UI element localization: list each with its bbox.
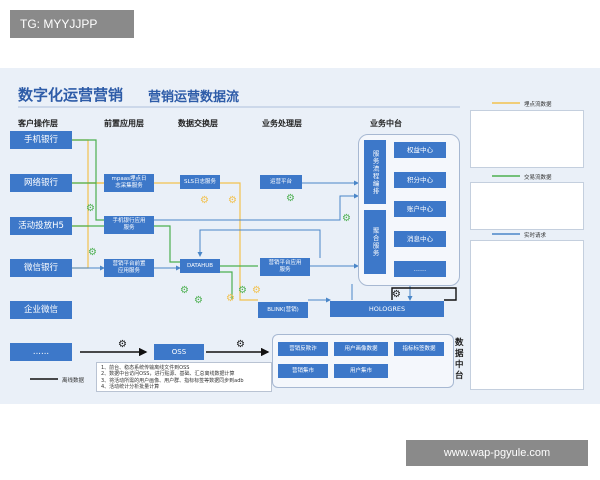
- front-app-marketing-front: 营销平台前置 应用服务: [104, 259, 154, 277]
- gear-icon: ⚙: [236, 339, 245, 350]
- customer-item-mobile-bank: 手机银行: [10, 131, 72, 149]
- business-aggregate-service: 聚合服务: [364, 210, 386, 274]
- processing-blink: BLINK(营销): [258, 302, 308, 318]
- gear-icon: ⚙: [226, 293, 235, 304]
- process-service-label: 服务流程编排: [371, 149, 380, 195]
- page-subtitle: 营销运营数据流: [148, 90, 240, 105]
- offline-flow-lines: [80, 287, 457, 357]
- processing-marketing-app: 营销平台应用 服务: [260, 258, 310, 276]
- customer-item-h5: 活动投放H5: [10, 217, 72, 235]
- layer-header-customer: 客户操作层: [18, 119, 58, 128]
- front-app-mobile-service: 手机银行应用 服务: [104, 216, 154, 234]
- realtime-flow-lines: [72, 180, 413, 303]
- gear-icon: ⚙: [180, 285, 189, 296]
- gear-icon: ⚙: [194, 295, 203, 306]
- center-message: 消息中心: [394, 231, 446, 247]
- gear-icon: ⚙: [392, 289, 401, 300]
- legend-label-offline: 离线数据: [62, 378, 85, 384]
- aggregate-service-label: 聚合服务: [371, 227, 380, 257]
- data-item-user-profile: 用户画像数据: [334, 342, 388, 356]
- legend-panel-realtime: [470, 240, 584, 390]
- customer-item-web-bank: 网络银行: [10, 174, 72, 192]
- gear-icon: ⚙: [286, 193, 295, 204]
- data-item-indicator-tags: 指标标签数据: [394, 342, 444, 356]
- layer-header-front: 前置应用层: [104, 119, 144, 128]
- gear-icon: ⚙: [342, 213, 351, 224]
- trade-flow-lines: [72, 139, 258, 300]
- customer-item-enterprise-wechat: 企业微信: [10, 301, 72, 319]
- gear-icon: ⚙: [252, 285, 261, 296]
- exchange-oss: OSS: [154, 344, 204, 360]
- layer-header-processing: 业务处理层: [262, 119, 302, 128]
- customer-item-more: ......: [10, 343, 72, 361]
- notes-panel: 1、前台、稳态系统传输离线文件到OSS 2、数据中台访问OSS，进行贴源、基础、…: [96, 362, 272, 392]
- center-points: 积分中心: [394, 172, 446, 188]
- gear-icon: ⚙: [118, 339, 127, 350]
- layer-header-business: 业务中台: [370, 119, 402, 128]
- center-rights: 权益中心: [394, 142, 446, 158]
- gear-icon: ⚙: [88, 247, 97, 258]
- data-platform-label: 数据中台: [455, 338, 464, 381]
- gear-icon: ⚙: [228, 195, 237, 206]
- center-more: ......: [394, 261, 446, 277]
- exchange-datahub: DATAHUB: [180, 259, 220, 273]
- note-line-1: 1、前台、稳态系统传输离线文件到OSS: [101, 365, 190, 371]
- legend-panel-track: [470, 110, 584, 168]
- watermark-top: TG: MYYJJPP: [10, 10, 134, 38]
- gear-icon: ⚙: [200, 195, 209, 206]
- center-account: 账户中心: [394, 201, 446, 217]
- legend-panel-trade: [470, 182, 584, 230]
- data-item-user-mart: 用户集市: [334, 364, 388, 378]
- legend-label-track: 埋点流数据: [524, 102, 552, 108]
- note-line-2: 2、数据中台访问OSS，进行贴源、基础、汇总离线数据计算: [101, 371, 235, 378]
- page-title: 数字化运营营销: [18, 86, 124, 104]
- data-item-anti-fraud: 营销反欺诈: [278, 342, 328, 356]
- gear-icon: ⚙: [86, 203, 95, 214]
- legend-label-trade: 交易流数据: [524, 175, 552, 181]
- customer-item-wechat-bank: 微信银行: [10, 259, 72, 277]
- gear-icon: ⚙: [238, 285, 247, 296]
- front-app-mpaas: mpaas埋点日 志采集服务: [104, 174, 154, 192]
- legend-label-realtime: 实时请求: [524, 233, 547, 239]
- hologres-box: HOLOGRES: [330, 301, 444, 317]
- business-process-service: 服务流程编排: [364, 140, 386, 204]
- data-item-marketing-mart: 营销集市: [278, 364, 328, 378]
- exchange-sls: SLS日志服务: [180, 175, 220, 189]
- processing-ops-platform: 运营平台: [260, 175, 302, 189]
- layer-header-exchange: 数据交换层: [178, 119, 218, 128]
- note-line-3: 3、将活动所需的用户画像、用户群、指标标签等数据同步到adb: [101, 377, 244, 384]
- watermark-bottom: www.wap-pgyule.com: [406, 440, 588, 466]
- note-line-4: 4、活动统计分析批量计算: [101, 383, 160, 390]
